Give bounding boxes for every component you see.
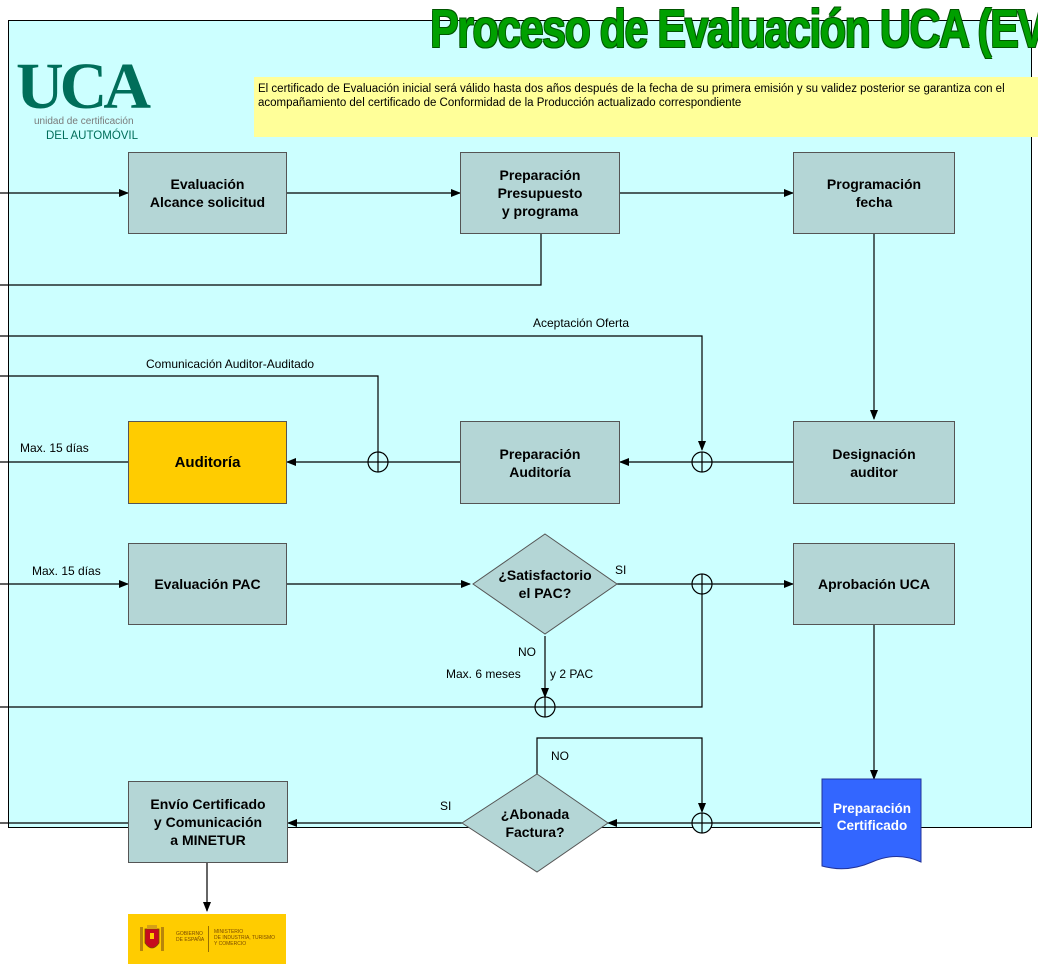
government-logo: GOBIERNO DE ESPAÑA MINISTERIO DE INDUSTR…: [128, 914, 286, 964]
logo-subtitle: unidad de certificación: [34, 116, 134, 127]
label-max15-pac: Max. 15 días: [32, 564, 101, 578]
validity-note: El certificado de Evaluación inicial ser…: [254, 77, 1038, 137]
box-preparacion-presupuesto: Preparación Presupuesto y programa: [460, 152, 620, 234]
box-programacion-fecha: Programación fecha: [793, 152, 955, 234]
box-evaluacion-pac: Evaluación PAC: [128, 543, 287, 625]
label-comunicacion: Comunicación Auditor-Auditado: [146, 357, 315, 371]
label-max6: Max. 6 meses: [446, 667, 521, 681]
page-title: Proceso de Evaluación UCA (EVI): [430, 0, 1038, 59]
uca-logo: UCA unidad de certificación DEL AUTOMÓVI…: [16, 50, 176, 150]
junction-factura: [691, 812, 713, 834]
decision-satisfactorio-shape: [472, 533, 618, 635]
label-no-factura: NO: [551, 749, 569, 763]
junction-comunicacion: [367, 451, 389, 473]
coat-of-arms-icon: [140, 925, 164, 951]
logo-mark: UCA: [16, 50, 151, 123]
label-y2pac: y 2 PAC: [550, 667, 594, 681]
label-no-pac: NO: [518, 645, 536, 659]
decision-abonada-shape: [461, 773, 609, 873]
box-auditoria: Auditoría: [128, 421, 287, 504]
gov-text-ministerio: MINISTERIO DE INDUSTRIA, TURISMO Y COMER…: [214, 929, 276, 947]
logo-subtitle-2: DEL AUTOMÓVIL: [46, 130, 139, 142]
junction-si: [691, 573, 713, 595]
box-evaluacion-alcance: Evaluación Alcance solicitud: [128, 152, 287, 234]
box-envio-certificado: Envío Certificado y Comunicación a MINET…: [128, 781, 288, 863]
decision-abonada: ¿Abonada Factura?: [500, 806, 570, 840]
box-preparacion-auditoria: Preparación Auditoría: [460, 421, 620, 504]
box-aprobacion-uca: Aprobación UCA: [793, 543, 955, 625]
certificado-document-shape: [821, 778, 922, 870]
label-max15-auditoria: Max. 15 días: [20, 441, 89, 455]
gov-text-gobierno: GOBIERNO DE ESPAÑA: [176, 931, 205, 943]
box-preparacion-certificado: Preparación Certificado: [832, 801, 912, 833]
label-si-factura: SI: [440, 799, 452, 813]
gov-separator: [208, 926, 209, 952]
decision-satisfactorio: ¿Satisfactorio el PAC?: [498, 567, 592, 601]
junction-aceptacion: [691, 451, 713, 473]
junction-no: [534, 696, 556, 718]
box-designacion-auditor: Designación auditor: [793, 421, 955, 504]
label-aceptacion-oferta: Aceptación Oferta: [533, 316, 630, 330]
label-si-pac: SI: [615, 563, 627, 577]
